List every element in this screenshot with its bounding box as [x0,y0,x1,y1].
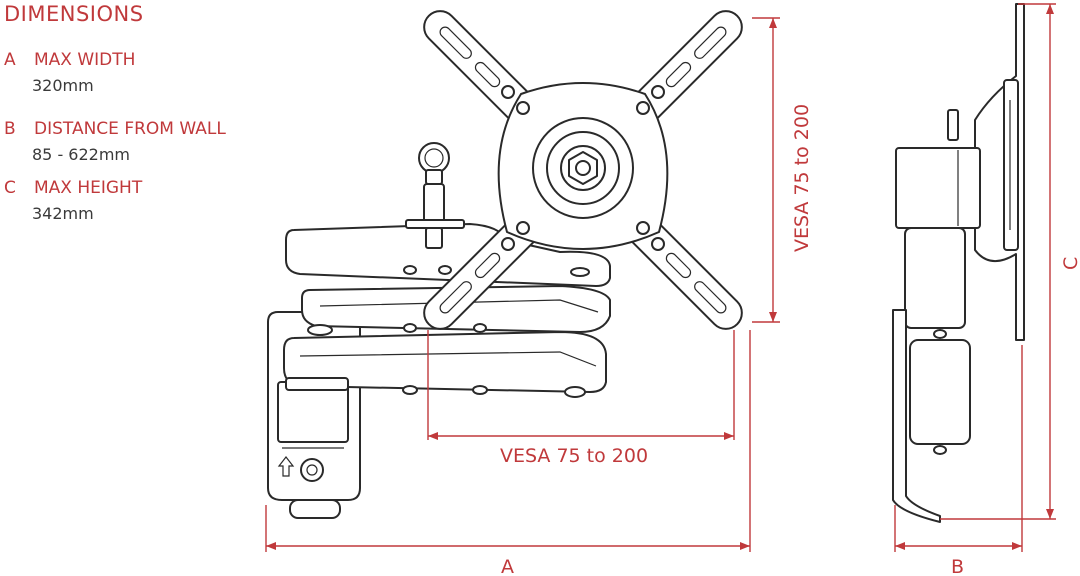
legend-label: MAX WIDTH [34,50,136,70]
dimension-c [940,3,1056,520]
legend-letter: B [4,119,16,139]
legend-title: DIMENSIONS [4,2,144,26]
dimensions-legend: DIMENSIONS A MAX WIDTH 320mm B DISTANCE … [0,0,270,240]
lower-arm [283,331,607,398]
tilt-lock-pin [405,142,465,249]
dimension-b [894,345,1023,552]
vesa-vertical-label: VESA 75 to 200 [791,104,813,252]
vesa-bracket [423,10,743,330]
legend-value: 85 - 622mm [32,145,131,164]
legend-letter: C [4,178,16,198]
side-view [892,3,1025,523]
dimension-c-label: C [1060,257,1080,270]
dimension-a [265,330,751,552]
legend-value: 320mm [32,76,94,95]
dimension-vesa-vertical [752,17,780,323]
legend-letter: A [4,50,16,70]
legend-label: MAX HEIGHT [34,178,143,198]
legend-value: 342mm [32,204,94,223]
dimension-a-label: A [501,556,514,576]
dimension-b-label: B [951,556,964,576]
legend-label: DISTANCE FROM WALL [34,119,226,139]
up-arrow-icon [277,456,295,477]
dimension-vesa-horizontal [427,330,735,440]
vesa-horizontal-label: VESA 75 to 200 [500,445,648,467]
